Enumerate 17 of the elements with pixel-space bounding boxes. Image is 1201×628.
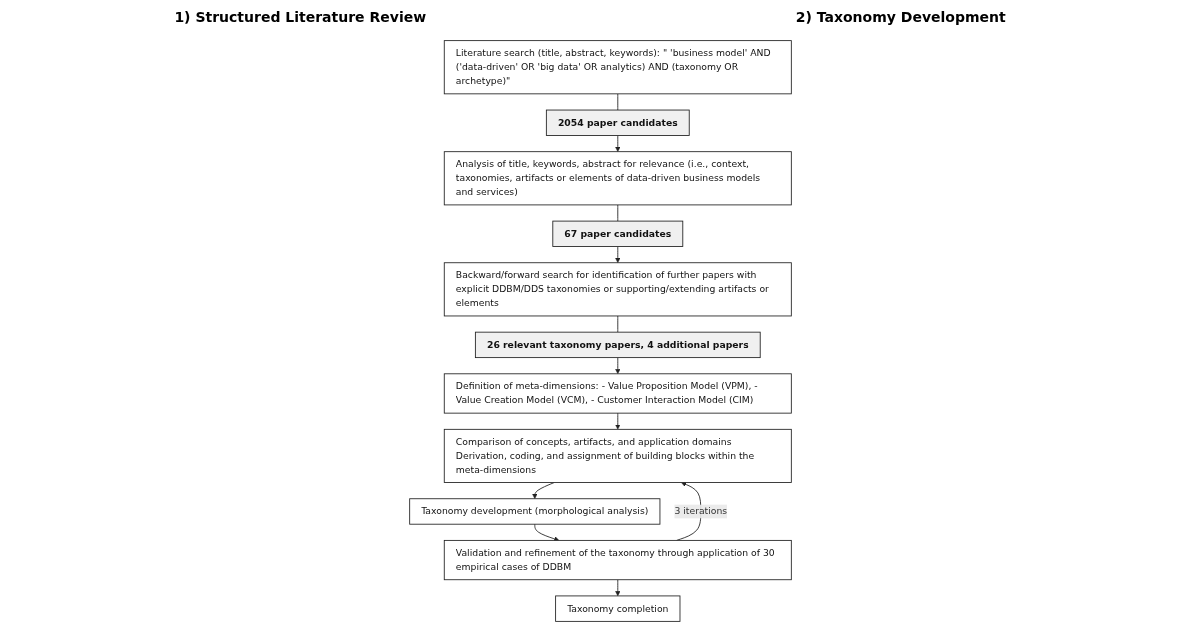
- node-box: 26 relevant taxonomy papers, 4 additional papers: [474, 331, 761, 359]
- column-heading: 2) Taxonomy Development: [794, 9, 1007, 25]
- connector: [617, 93, 619, 111]
- column-heading: 1) Structured Literature Review: [173, 9, 428, 25]
- node-box: Comparison of concepts, artifacts, and application domains Derivation, coding, and assignment of building blocks within the meta-dimensions: [443, 428, 792, 483]
- node-box: 67 paper candidates: [552, 220, 684, 247]
- node-box: Literature search (title, abstract, keywords): " 'business model' AND ('data-driven' OR 'big data' OR analytics) AND (taxonomy OR archetype)": [443, 40, 792, 95]
- connector: [617, 204, 619, 222]
- node-box: Taxonomy completion: [555, 595, 681, 622]
- connector: [617, 315, 619, 333]
- node-box: Analysis of title, keywords, abstract for relevance (i.e., context, taxonomies, artifacts or elements of data-driven business models and services): [443, 151, 792, 206]
- edge-label: 3 iterations: [674, 505, 728, 517]
- node-box: Backward/forward search for identification of further papers with explicit DDBM/DDS taxonomies or supporting/extending artifacts or elements: [443, 262, 792, 317]
- node-box: Validation and refinement of the taxonomy through application of 30 empirical cases of DDBM: [443, 539, 792, 581]
- node-box: Definition of meta-dimensions: - Value Proposition Model (VPM), - Value Creation Model (VCM), - Customer Interaction Model (CIM): [443, 373, 792, 414]
- node-box: Taxonomy development (morphological analysis): [409, 498, 661, 525]
- node-box: 2054 paper candidates: [545, 109, 690, 136]
